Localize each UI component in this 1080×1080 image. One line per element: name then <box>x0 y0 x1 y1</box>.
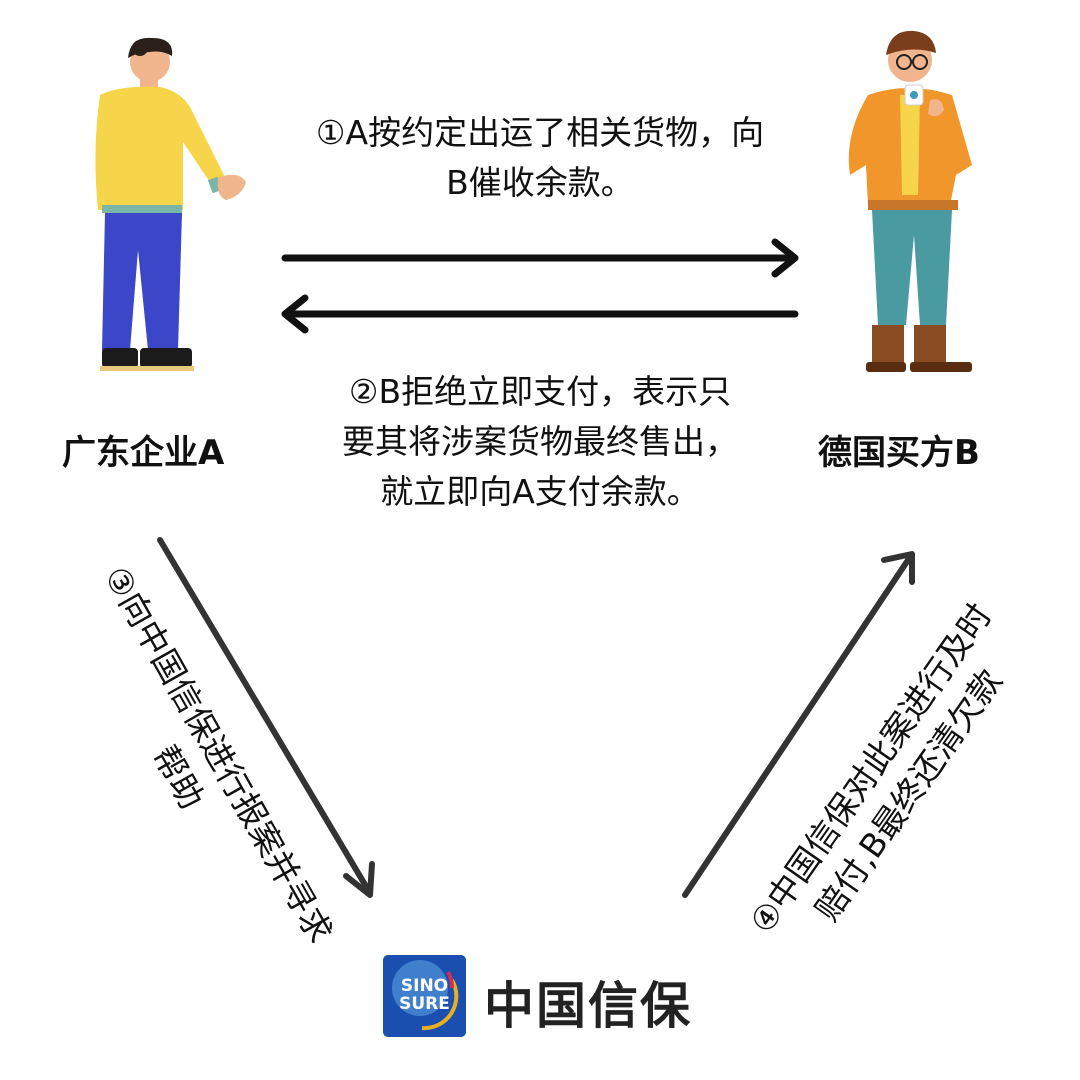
arrow-a-to-b <box>281 238 799 278</box>
step1-line1: ①A按约定出运了相关货物，向 <box>315 113 765 152</box>
person-a-figure <box>95 37 246 371</box>
step2-line2: 要其将涉案货物最终售出， <box>342 422 738 461</box>
sinosure-logo <box>383 955 466 1037</box>
party-a-label: 广东企业A <box>62 433 225 473</box>
logo-text: SINO SURE <box>383 977 466 1013</box>
arrow-insurer-to-b <box>682 551 915 898</box>
arrow-a-to-insurer <box>157 537 375 898</box>
person-b-figure <box>848 30 972 372</box>
logo-text-line1: SINO <box>400 976 449 996</box>
step2-line3: 就立即向A支付余款。 <box>380 472 700 511</box>
insurer-name: 中国信保 <box>484 977 692 1035</box>
party-b-label: 德国买方B <box>818 433 980 473</box>
step1-caption: ①A按约定出运了相关货物，向 B催收余款。 <box>240 108 840 208</box>
step2-caption: ②B拒绝立即支付，表示只 要其将涉案货物最终售出， 就立即向A支付余款。 <box>240 367 840 517</box>
step2-line1: ②B拒绝立即支付，表示只 <box>348 372 732 411</box>
arrow-b-to-a <box>281 294 799 334</box>
logo-text-line2: SURE <box>399 994 450 1014</box>
step1-line2: B催收余款。 <box>446 163 634 202</box>
